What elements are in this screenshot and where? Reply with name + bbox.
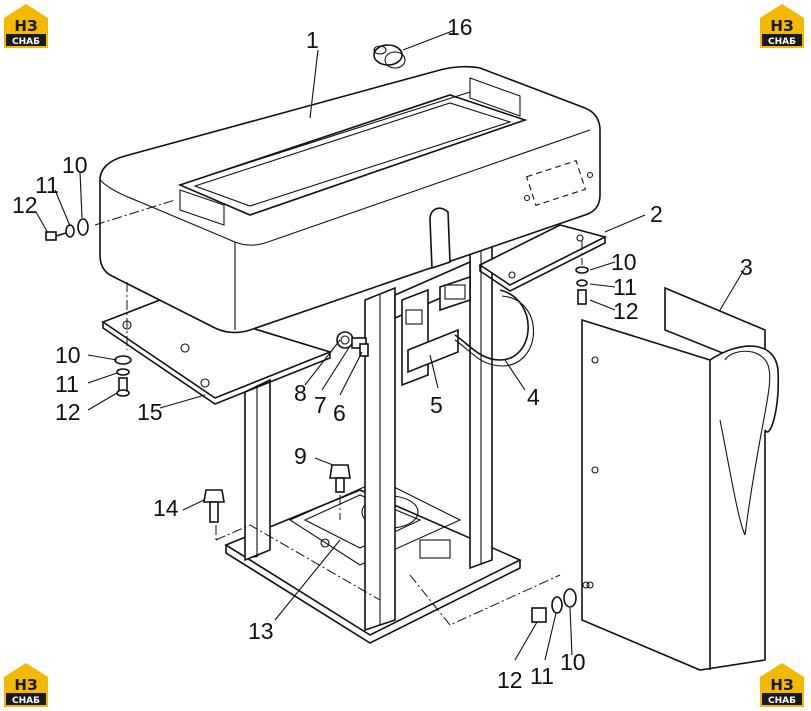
callout-6: 6 bbox=[333, 400, 346, 426]
logo-watermark-bottom-left: НЗ СНАБ bbox=[4, 663, 48, 707]
grommet-16 bbox=[373, 44, 406, 69]
logo-watermark-bottom-right: НЗ СНАБ bbox=[760, 663, 804, 707]
fastener-set-right-bottom bbox=[531, 581, 590, 623]
svg-text:СНАБ: СНАБ bbox=[768, 37, 796, 47]
plate-2 bbox=[478, 224, 608, 292]
switch-6-7-8 bbox=[336, 331, 369, 357]
callout-5: 5 bbox=[430, 392, 443, 418]
callout-2: 2 bbox=[650, 201, 663, 227]
leader-lines bbox=[35, 29, 746, 661]
callout-12-left-mid: 12 bbox=[55, 399, 81, 425]
svg-text:СНАБ: СНАБ bbox=[12, 696, 40, 706]
cover-3 bbox=[581, 286, 780, 671]
fastener-set-right-top bbox=[575, 266, 589, 305]
callout-9: 9 bbox=[294, 443, 307, 469]
callout-15: 15 bbox=[137, 399, 163, 425]
svg-text:НЗ: НЗ bbox=[14, 676, 37, 694]
callout-7: 7 bbox=[314, 392, 327, 418]
callout-12-left-top: 12 bbox=[12, 192, 38, 218]
fastener-set-left-mid bbox=[114, 355, 132, 397]
cable-4 bbox=[454, 289, 529, 361]
callout-10-right-bottom: 10 bbox=[560, 649, 586, 675]
callout-16: 16 bbox=[447, 14, 473, 40]
callout-labels: 1 16 2 3 10 11 12 4 5 6 7 8 10 11 12 15 … bbox=[12, 14, 753, 693]
callout-10-left-mid: 10 bbox=[55, 342, 81, 368]
callout-8: 8 bbox=[294, 380, 307, 406]
logo-watermark-top-right: НЗ СНАБ bbox=[760, 4, 804, 48]
callout-11-left-top: 11 bbox=[35, 172, 59, 198]
bolt-14 bbox=[203, 489, 225, 523]
bracket-5 bbox=[401, 275, 471, 387]
callout-1: 1 bbox=[306, 27, 319, 53]
callout-11-right-bottom: 11 bbox=[530, 663, 554, 689]
top-box-1 bbox=[99, 65, 601, 334]
assembly-guide-lines bbox=[94, 199, 583, 626]
logo-watermark-top-left: НЗ СНАБ bbox=[4, 4, 48, 48]
callout-13: 13 bbox=[248, 618, 274, 644]
callout-12-right-top: 12 bbox=[613, 298, 639, 324]
callout-14: 14 bbox=[153, 495, 179, 521]
callout-11-left-mid: 11 bbox=[55, 371, 79, 397]
svg-text:НЗ: НЗ bbox=[770, 17, 793, 35]
callout-11-right-top: 11 bbox=[613, 274, 637, 300]
fastener-set-left-top bbox=[45, 218, 89, 241]
callout-4: 4 bbox=[527, 384, 540, 410]
svg-text:НЗ: НЗ bbox=[14, 17, 37, 35]
svg-text:СНАБ: СНАБ bbox=[768, 696, 796, 706]
callout-12-right-bottom: 12 bbox=[497, 667, 523, 693]
svg-text:СНАБ: СНАБ bbox=[12, 37, 40, 47]
callout-10-left-top: 10 bbox=[62, 152, 88, 178]
callout-3: 3 bbox=[740, 254, 753, 280]
callout-10-right-top: 10 bbox=[611, 249, 637, 275]
bolt-9 bbox=[329, 464, 351, 493]
svg-text:НЗ: НЗ bbox=[770, 676, 793, 694]
